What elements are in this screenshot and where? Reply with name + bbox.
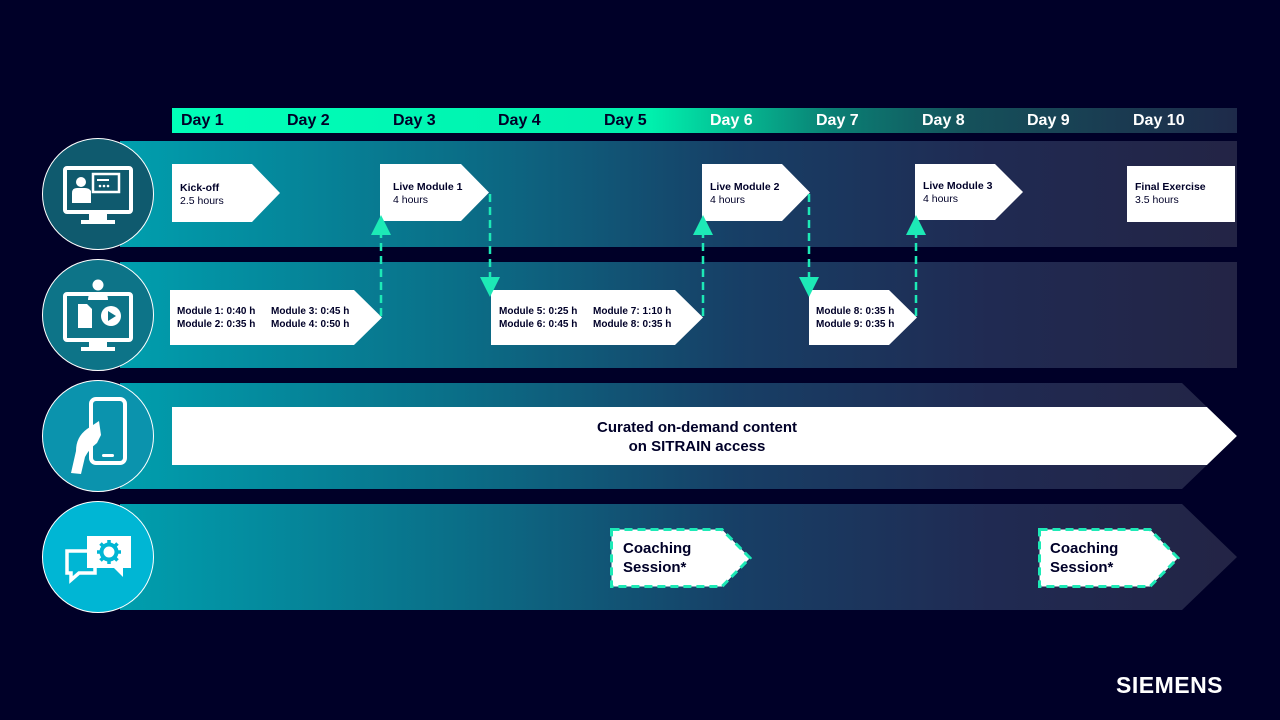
day-label: Day 4 — [498, 112, 541, 129]
day-label: Day 7 — [816, 112, 859, 129]
live-module-3-duration: 4 hours — [923, 193, 959, 205]
coaching-session-2-shape — [1038, 528, 1181, 588]
on-demand-lane: Curated on-demand content on SITRAIN acc… — [120, 383, 1237, 489]
module-1-label: Module 1: 0:40 h — [177, 306, 256, 317]
coaching-session-1: Coaching Session* — [610, 528, 753, 588]
day-label: Day 1 — [181, 112, 224, 129]
on-demand-content-box: Curated on-demand content on SITRAIN acc… — [172, 407, 1237, 465]
self-paced-lane: Module 1: 0:40 h Module 2: 0:35 h Module… — [120, 262, 1237, 368]
module-3-label: Module 3: 0:45 h — [271, 306, 350, 317]
on-demand-line-2: on SITRAIN access — [628, 438, 766, 455]
day-label: Day 9 — [1027, 112, 1070, 129]
day-timeline-header: Day 1 Day 2 Day 3 Day 4 Day 5 Day 6 Day … — [172, 108, 1237, 133]
coaching-session-1-label: Coaching Session* — [623, 539, 691, 577]
on-demand-line-1: Curated on-demand content — [596, 419, 797, 436]
final-exercise-duration: 3.5 hours — [1135, 194, 1179, 206]
on-demand-text: Curated on-demand content on SITRAIN acc… — [172, 418, 1222, 456]
coaching-session-1-shape — [610, 528, 753, 588]
final-exercise-title: Final Exercise — [1135, 181, 1206, 193]
day-label: Day 10 — [1133, 112, 1185, 129]
module-7-label: Module 7: 1:10 h — [593, 306, 672, 317]
live-module-1-duration: 4 hours — [393, 194, 429, 206]
coaching-session-2: Coaching Session* — [1038, 528, 1181, 588]
final-exercise-box: Final Exercise 3.5 hours — [1127, 166, 1235, 222]
module-group-1-box: Module 1: 0:40 h Module 2: 0:35 h Module… — [170, 290, 382, 345]
e-learning-icon — [42, 259, 154, 371]
live-module-1-title: Live Module 1 — [393, 181, 463, 193]
coaching-session-1-line-2: Session* — [623, 559, 687, 576]
kickoff-title: Kick-off — [180, 182, 220, 194]
mobile-device-icon — [42, 380, 154, 492]
live-module-2-title: Live Module 2 — [710, 181, 780, 193]
day-label: Day 8 — [922, 112, 965, 129]
module-6-label: Module 6: 0:45 h — [499, 319, 578, 330]
live-module-3-title: Live Module 3 — [923, 180, 993, 192]
day-label: Day 2 — [287, 112, 330, 129]
day-label: Day 6 — [710, 112, 753, 129]
module-5-label: Module 5: 0:25 h — [499, 306, 578, 317]
day-label: Day 3 — [393, 112, 436, 129]
coaching-session-2-label: Coaching Session* — [1050, 539, 1118, 577]
virtual-classroom-icon — [42, 138, 154, 250]
live-module-2-duration: 4 hours — [710, 194, 746, 206]
live-sessions-lane: Kick-off 2.5 hours Live Module 1 4 hours… — [120, 141, 1237, 247]
module-2-label: Module 2: 0:35 h — [177, 319, 256, 330]
module-9-label: Module 9: 0:35 h — [816, 319, 895, 330]
chat-gear-icon — [42, 501, 154, 613]
coaching-session-1-line-1: Coaching — [623, 540, 692, 557]
module-group-2-box: Module 5: 0:25 h Module 6: 0:45 h Module… — [491, 290, 703, 345]
kickoff-duration: 2.5 hours — [180, 195, 224, 207]
day-label: Day 5 — [604, 112, 647, 129]
siemens-logo: SIEMENS — [1116, 672, 1224, 698]
module-8-label: Module 8: 0:35 h — [593, 319, 672, 330]
module-8-label: Module 8: 0:35 h — [816, 306, 895, 317]
coaching-session-2-line-1: Coaching — [1050, 540, 1119, 557]
module-4-label: Module 4: 0:50 h — [271, 319, 350, 330]
coaching-session-2-line-2: Session* — [1050, 559, 1114, 576]
